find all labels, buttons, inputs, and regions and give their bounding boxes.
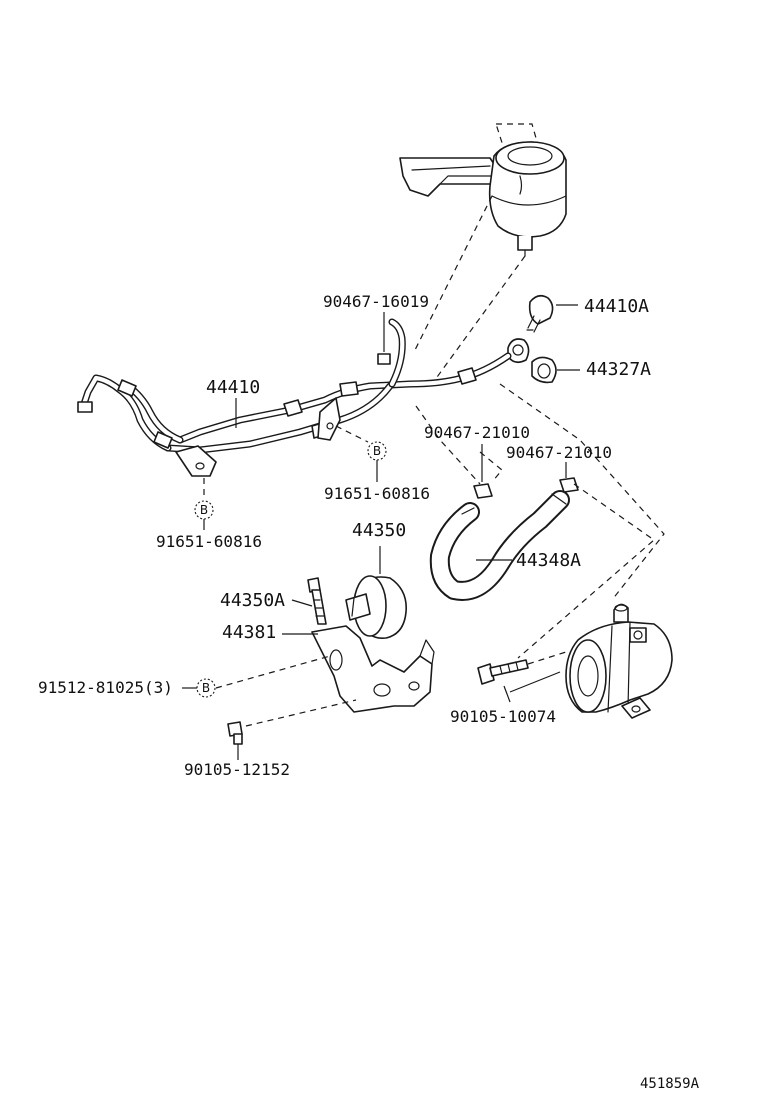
bracket-lower-bolt-icon (227, 721, 243, 745)
reservoir-phantom-line-b (431, 255, 526, 385)
dash-pump-bolt (527, 651, 567, 665)
power-steering-pump (565, 603, 673, 719)
dash-bracket-bolt-b (215, 655, 331, 689)
label-bracket-lower-bolt: 90105-12152 (184, 760, 290, 779)
label-reservoir-bracket-bolt: 90467-16019 (323, 292, 429, 311)
label-pressure-feed-tube: 44410 (206, 377, 260, 398)
pressure-feed-tube-assembly (77, 318, 530, 477)
label-union-gasket: 44327A (586, 359, 651, 380)
dash-clamp-left (415, 405, 481, 485)
label-hose-clamp-left: 90467-21010 (424, 423, 530, 442)
figure-id: 451859A (640, 1076, 700, 1092)
ref-marker-b-right-text: B (373, 444, 381, 458)
label-return-hose: 44348A (516, 550, 581, 571)
leader-pulley-bolt (291, 599, 313, 607)
leader-ref-b-right (335, 425, 369, 443)
pulley-bracket (311, 625, 435, 713)
label-bracket-bolt-b: 91512-81025(3) (38, 678, 173, 697)
label-clip-tube-b-left: 91651-60816 (156, 532, 262, 551)
return-hose (429, 490, 570, 601)
ref-marker-b-bracket-text: B (202, 681, 210, 695)
leader-pump-bolt (503, 685, 511, 703)
idler-pulley (345, 575, 407, 639)
hose-clamp-left-icon (473, 483, 493, 499)
label-clip-tube-b-right: 91651-60816 (324, 484, 430, 503)
hose-clamp-right-icon (559, 477, 579, 493)
label-hose-clamp-right: 90467-21010 (506, 443, 612, 462)
ref-marker-b-left-text: B (200, 503, 208, 517)
dash-clamp-bracket (479, 451, 503, 483)
pump-bolt-icon (477, 659, 529, 685)
union-gasket-icon (531, 356, 557, 384)
ref-marker-b-bracket: B (196, 678, 216, 698)
dash-tube-to-pump-a (499, 383, 665, 601)
leader-pump-bolt-b (509, 671, 561, 693)
label-union-bolt: 44410A (584, 296, 649, 317)
reservoir-phantom-line-a (414, 195, 493, 351)
label-pulley-bracket: 44381 (222, 622, 276, 643)
reservoir-tank (399, 123, 567, 257)
union-bolt-icon (526, 294, 554, 333)
ref-marker-b-left: B (194, 500, 214, 520)
tube-clip-bolt-icon (377, 353, 391, 365)
label-idler-pulley: 44350 (352, 520, 406, 541)
ref-marker-b-right: B (367, 441, 387, 461)
label-pulley-bolt: 44350A (220, 590, 285, 611)
pulley-bolt-icon (307, 577, 327, 625)
label-pump-bolt: 90105-10074 (450, 707, 556, 726)
dash-lower-bolt (245, 699, 357, 727)
